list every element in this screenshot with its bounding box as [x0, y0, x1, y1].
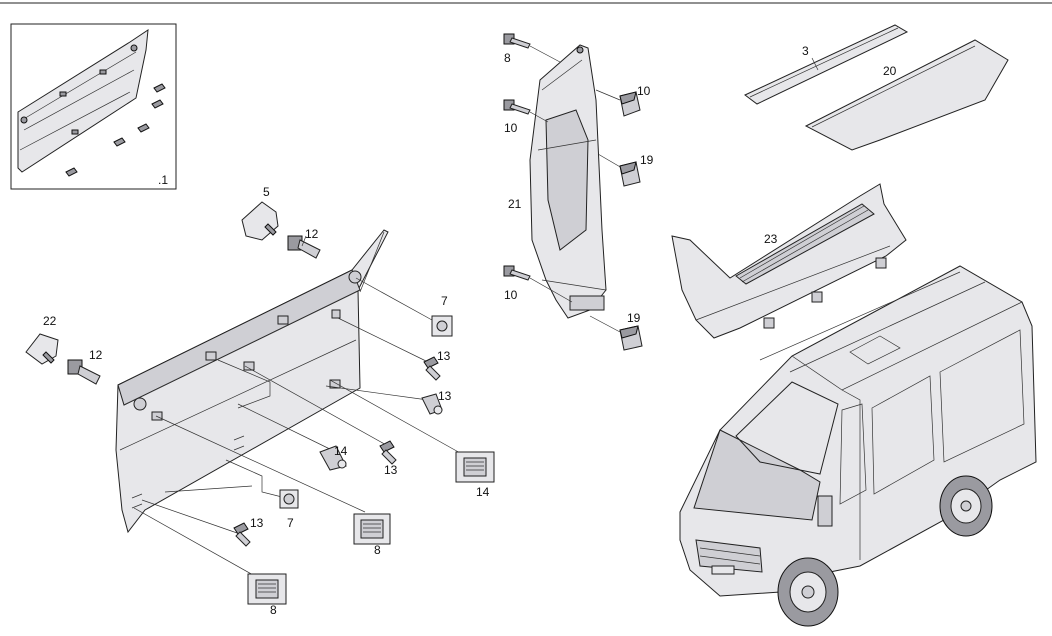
part-23-sill-trim: 23 — [671, 183, 907, 339]
callout-23: 23 — [764, 232, 778, 246]
callout-19-low: 19 — [627, 311, 641, 325]
callout-14-lower: 14 — [334, 444, 348, 458]
part-3-strip: 3 — [744, 24, 909, 105]
part-5-cap: 5 — [241, 185, 279, 241]
part-7-plate-lower: 7 — [279, 489, 299, 530]
callout-19-mid: 19 — [640, 153, 654, 167]
part-12-clip-upper: 12 — [287, 227, 321, 259]
callout-5: 5 — [263, 185, 270, 199]
part-10-screw-mid: 10 — [503, 99, 549, 135]
door-trim-panel — [115, 229, 389, 534]
callout-21: 21 — [508, 197, 522, 211]
callout-13-upper: 13 — [437, 349, 451, 363]
part-13-clip-lower: 13 — [233, 516, 264, 547]
part-12-clip-left: 12 — [67, 348, 103, 385]
callout-22: 22 — [43, 314, 57, 328]
van-front-wheel — [777, 557, 839, 627]
callout-7-lower: 7 — [287, 516, 294, 530]
part-22-cap: 22 — [25, 314, 59, 365]
callout-1: .1 — [158, 173, 168, 187]
callout-13-lower: 13 — [250, 516, 264, 530]
part-19-clip-top: 10 — [595, 84, 651, 117]
callout-10-low: 10 — [504, 288, 518, 302]
part-13-clip-mid: 13 — [379, 440, 398, 477]
inset-panel — [17, 28, 149, 173]
callout-8-lower: 8 — [270, 603, 277, 617]
callout-8-right: 14 — [476, 485, 490, 499]
part-8-handle-mid: 8 — [353, 513, 391, 557]
part-14-clip-upper: 13 — [421, 389, 452, 415]
callout-10-mid: 10 — [504, 121, 518, 135]
part-10-screw-top: 8 — [503, 33, 561, 65]
callout-12-left: 12 — [89, 348, 103, 362]
van-rear-wheel — [939, 475, 993, 537]
part-8-handle-right: 14 — [455, 451, 495, 499]
callout-8-mid: 8 — [374, 543, 381, 557]
part-19-clip-mid: 19 — [597, 153, 654, 187]
callout-10-top: 8 — [504, 51, 511, 65]
callout-7-upper: 7 — [441, 294, 448, 308]
part-7-plate-upper: 7 — [431, 294, 453, 337]
part-13-clip-upper: 13 — [423, 349, 451, 381]
part-14-clip-lower: 14 — [319, 444, 348, 471]
part-10-screw-low: 10 — [503, 265, 573, 303]
inset-box: .1 — [10, 23, 177, 190]
part-20-mat: 20 — [804, 39, 1009, 151]
callout-13-mid: 13 — [384, 463, 398, 477]
part-8-handle-lower: 8 — [247, 573, 287, 617]
callout-14-upper: 13 — [438, 389, 452, 403]
part-19-clip-low: 19 — [589, 311, 643, 351]
inset-fasteners — [65, 83, 166, 177]
part-21-pillar-trim: 21 — [508, 44, 607, 319]
callout-12-upper: 12 — [305, 227, 319, 241]
callout-3: 3 — [802, 44, 809, 58]
callout-20: 20 — [883, 64, 897, 78]
callout-19-top: 10 — [637, 84, 651, 98]
van-illustration — [679, 265, 1037, 627]
door-leader-lines — [133, 277, 463, 581]
